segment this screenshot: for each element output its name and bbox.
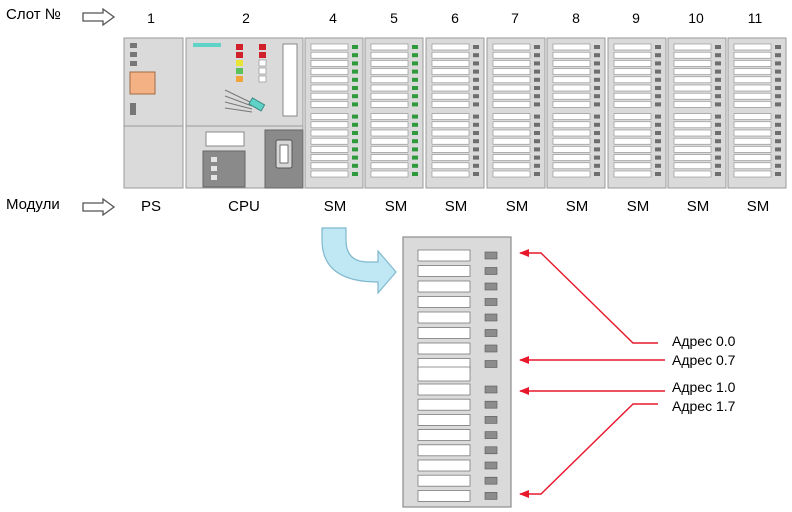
mode-switch-icon	[224, 89, 266, 113]
slot-number-5: 5	[390, 10, 398, 26]
sm-module-3	[425, 37, 485, 189]
module-label-sm-4: SM	[323, 198, 347, 215]
slot-number-2: 2	[242, 10, 250, 26]
slot-number-6: 6	[451, 10, 459, 26]
address-label-1-0: Адрес 1.0	[672, 379, 736, 395]
cpu-module	[185, 37, 304, 189]
module-label-sm-8: SM	[565, 198, 589, 215]
modules-label: Модули	[6, 196, 60, 213]
slot-number-8: 8	[572, 10, 580, 26]
ps-module	[123, 37, 184, 189]
module-label-ps: PS	[140, 198, 161, 215]
module-label-sm-10: SM	[686, 198, 710, 215]
sm-module-5	[546, 37, 606, 189]
slot-number-10: 10	[688, 10, 704, 26]
slot-arrow-icon	[82, 7, 116, 27]
address-arrows	[519, 249, 665, 498]
address-label-0-0: Адрес 0.0	[672, 333, 736, 349]
sm-module-8	[727, 37, 787, 189]
address-label-0-7: Адрес 0.7	[672, 352, 736, 368]
slot-number-9: 9	[632, 10, 640, 26]
module-label-sm-11: SM	[746, 198, 770, 215]
slot-number-11: 11	[747, 10, 763, 26]
modules-arrow-icon	[82, 197, 116, 217]
sm-module-2	[364, 37, 424, 189]
curved-arrow-icon	[321, 227, 397, 295]
address-label-1-7: Адрес 1.7	[672, 398, 736, 414]
slot-number-4: 4	[329, 10, 337, 26]
slot-number-1: 1	[147, 10, 155, 26]
slot-label: Слот №	[6, 6, 61, 23]
module-label-sm-6: SM	[444, 198, 468, 215]
module-label-cpu: CPU	[228, 198, 260, 215]
zoomed-sm-module	[402, 236, 512, 508]
module-rack	[123, 37, 787, 189]
sm-module-4	[486, 37, 546, 189]
sm-module-6	[607, 37, 667, 189]
module-label-sm-5: SM	[384, 198, 408, 215]
sm-module-1	[304, 37, 364, 189]
sm-modules	[304, 37, 787, 189]
sm-module-7	[667, 37, 727, 189]
module-label-sm-9: SM	[626, 198, 650, 215]
slot-number-7: 7	[511, 10, 519, 26]
module-label-sm-7: SM	[505, 198, 529, 215]
